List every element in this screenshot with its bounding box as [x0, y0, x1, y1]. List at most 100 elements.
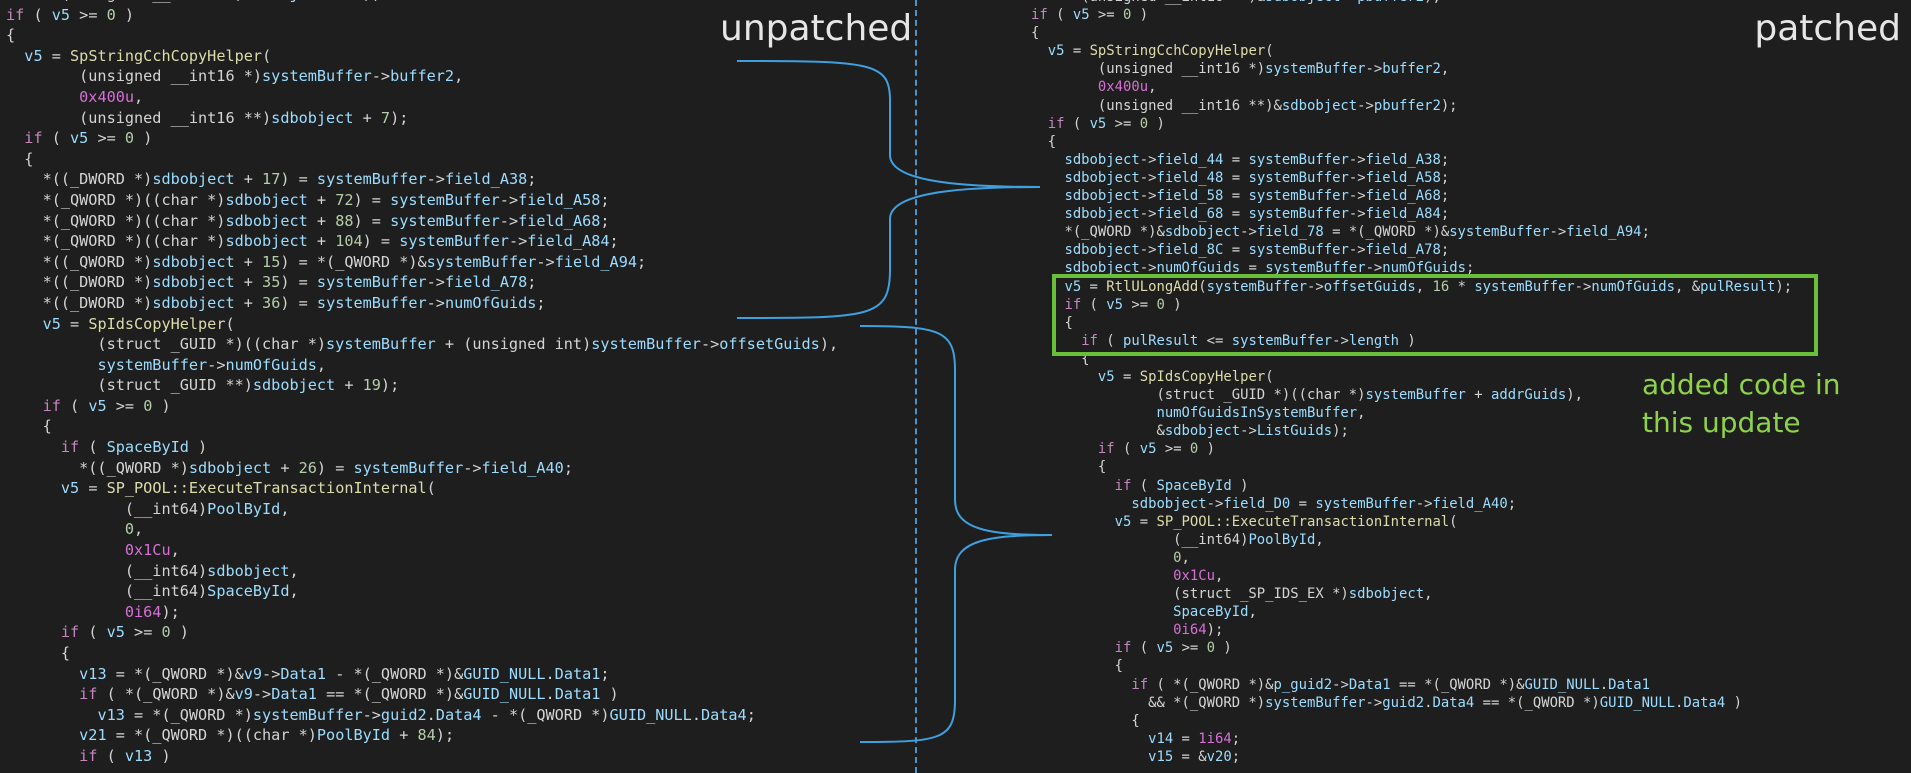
- code-token: ) =: [353, 190, 391, 209]
- code-token: (__int64): [6, 582, 208, 601]
- code-token: ->: [1348, 188, 1366, 205]
- code-token: +: [234, 252, 263, 271]
- code-token: );: [390, 108, 409, 127]
- code-token: if: [1031, 7, 1048, 24]
- code-token: field_A68: [518, 211, 601, 230]
- code-token: ,: [1215, 568, 1224, 584]
- code-token: ),: [1566, 387, 1583, 404]
- code-token: );: [1440, 97, 1458, 114]
- code-token: SpIdsCopyHelper: [1139, 368, 1266, 385]
- code-token: ->: [1139, 151, 1157, 168]
- code-line: *((_DWORD *)sdbobject + 35) = systemBuff…: [6, 272, 838, 293]
- code-token: sdbobject: [188, 458, 272, 477]
- code-token: systemBuffer: [316, 170, 427, 189]
- code-token: ): [1164, 296, 1182, 313]
- code-token: field_A84: [1365, 206, 1441, 223]
- code-line: 0x1Cu,: [6, 540, 838, 561]
- code-token: if: [1131, 676, 1149, 693]
- code-token: (unsigned __int16 *): [6, 67, 263, 86]
- code-token: ->: [463, 458, 482, 477]
- code-token: SpaceById: [207, 582, 290, 601]
- code-token: systemBuffer: [1248, 242, 1349, 259]
- code-token: offsetGuids: [719, 335, 820, 354]
- code-token: SpStringCchCopyHelper: [1089, 43, 1266, 60]
- code-token: (unsigned __int16 *): [6, 0, 244, 3]
- code-token: ,: [280, 499, 290, 518]
- code-token: v5: [1106, 296, 1124, 313]
- code-token: ->: [1139, 260, 1157, 277]
- code-token: ->: [252, 685, 272, 704]
- code-token: systemBuffer: [426, 252, 537, 271]
- code-token: sdbobject: [1164, 423, 1241, 440]
- pane-divider: [915, 0, 917, 773]
- code-token: 0i64: [124, 602, 162, 621]
- code-token: GUID_NULL: [1599, 694, 1676, 711]
- code-token: (__int64): [6, 561, 208, 580]
- code-token: SpaceById: [106, 438, 189, 457]
- code-token: ,: [134, 87, 144, 106]
- code-token: );: [1206, 622, 1224, 639]
- code-token: + (unsigned int): [435, 335, 592, 354]
- added-code-highlight: [1052, 274, 1818, 356]
- code-token: ,: [289, 582, 299, 601]
- code-token: 0: [1139, 115, 1149, 132]
- code-token: sdbobject: [1064, 242, 1140, 259]
- code-line: 0i64);: [1031, 621, 1792, 639]
- code-token: numOfGuids: [444, 293, 537, 312]
- code-token: ;: [636, 252, 647, 271]
- code-token: systemBuffer: [1248, 188, 1349, 205]
- code-token: =: [1223, 169, 1249, 186]
- code-token: = *(_QWORD *)((char *): [106, 726, 317, 745]
- code-token: if: [1114, 477, 1132, 494]
- code-line: 0,: [6, 519, 838, 540]
- code-token: numOfGuidsInSystemBuffer: [1156, 405, 1358, 422]
- code-token: ->: [1332, 332, 1349, 349]
- code-token: buffer2: [1382, 61, 1441, 78]
- code-token: guid2: [1382, 694, 1425, 711]
- code-token: = *(_QWORD *): [124, 705, 253, 724]
- code-token: v5: [1047, 43, 1065, 60]
- code-token: v5: [1064, 278, 1082, 295]
- code-token: );: [1775, 278, 1793, 295]
- code-line: if ( pulResult <= systemBuffer->length ): [1031, 332, 1792, 350]
- code-token: ->: [1348, 206, 1366, 223]
- code-token: ): [1725, 694, 1742, 711]
- code-token: ->: [262, 664, 281, 683]
- code-token: field_A38: [444, 170, 528, 189]
- code-token: (: [79, 623, 107, 642]
- code-token: (: [1265, 368, 1274, 385]
- code-token: if: [60, 438, 80, 457]
- patched-code-pane: (unsigned __int16 **)&sdbobject->pbuffer…: [918, 0, 1911, 773]
- code-token: field_78: [1256, 224, 1324, 241]
- code-token: length: [1348, 332, 1400, 349]
- connector-brace-bottom: [859, 325, 1053, 743]
- code-token: 0x400u: [79, 87, 135, 106]
- code-token: systemBuffer: [1231, 332, 1333, 349]
- code-token: systemBuffer: [1474, 278, 1575, 295]
- code-line: v5 = SpIdsCopyHelper(: [1031, 368, 1792, 386]
- code-token: ) =: [280, 293, 317, 312]
- code-token: ->: [508, 232, 528, 251]
- code-line: systemBuffer->numOfGuids,: [6, 355, 838, 376]
- code-line: (struct _GUID *)((char *)systemBuffer + …: [6, 334, 838, 355]
- code-token: systemBuffer: [252, 705, 363, 724]
- code-token: ): [1198, 441, 1216, 458]
- code-token: &: [1031, 423, 1165, 440]
- code-token: ( *(_QWORD *)&: [1148, 676, 1274, 693]
- code-token: =: [1173, 730, 1199, 747]
- code-token: (: [79, 438, 107, 457]
- code-token: ->: [1139, 206, 1157, 223]
- code-token: ListGuids: [1256, 423, 1333, 440]
- code-token: guid2: [380, 705, 427, 724]
- code-token: ->: [1348, 169, 1366, 186]
- code-line: {: [6, 149, 838, 170]
- code-line: v5 = SP_POOL::ExecuteTransactionInternal…: [6, 478, 838, 499]
- code-token: v13: [97, 705, 125, 724]
- code-token: sdbobject: [1281, 97, 1358, 114]
- code-line: if ( v5 >= 0 ): [6, 396, 838, 417]
- code-token: v5: [51, 5, 71, 24]
- code-token: =: [1081, 278, 1107, 295]
- code-token: >=: [1089, 7, 1124, 24]
- code-token: ->: [1139, 169, 1157, 186]
- code-token: (: [426, 479, 436, 498]
